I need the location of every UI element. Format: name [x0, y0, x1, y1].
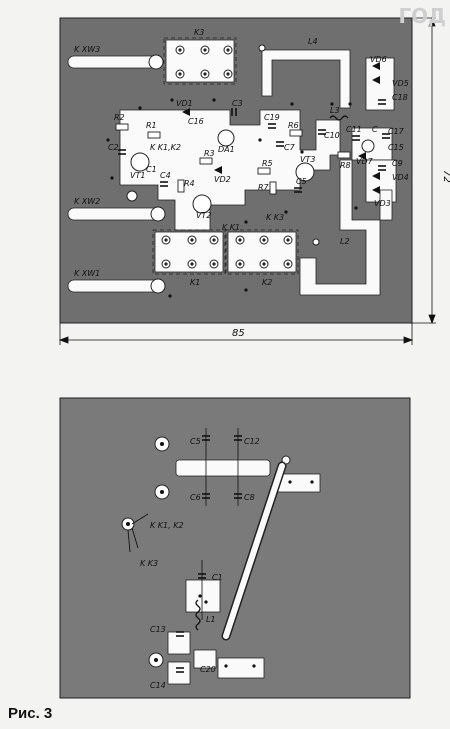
label-xw2: K XW2 [74, 197, 100, 206]
label-xw3: K XW3 [74, 45, 100, 54]
label-c4: C4 [160, 171, 171, 180]
label-c3: C3 [232, 99, 243, 108]
label-vd5: VD5 [392, 79, 409, 88]
label-vt3: VT3 [300, 155, 315, 164]
label-vd7: VD7 [356, 157, 374, 166]
label-c1-bottom: C1 [212, 573, 223, 582]
label-kk3-bottom: K K3 [140, 559, 158, 568]
label-k3: K3 [194, 28, 204, 37]
label-c20: C20 [200, 665, 216, 674]
figure-caption: Рис. 3 [8, 705, 53, 722]
label-c12: C12 [244, 437, 260, 446]
page-corner-text: ГОД [398, 4, 446, 28]
relay-k1-outline [152, 229, 226, 275]
transistor-vt3 [295, 162, 315, 182]
top-copper-tracks [67, 39, 397, 296]
bottom-board-substrate [59, 397, 411, 699]
label-r2: R2 [114, 113, 125, 122]
label-kk1k2-bottom: K K1, K2 [150, 521, 184, 530]
label-vd3: VD3 [374, 199, 391, 208]
transistor-vt1 [130, 152, 150, 172]
coil-l1-icon [195, 599, 201, 631]
label-r4: R4 [184, 179, 195, 188]
label-r7: R7 [258, 183, 270, 192]
coil-c-center [361, 139, 375, 153]
label-kk1k2-b: K K1 [222, 223, 240, 232]
label-c8: C8 [244, 493, 255, 502]
label-c7: C7 [284, 143, 296, 152]
label-c19: C19 [264, 113, 280, 122]
label-k2: K2 [262, 278, 272, 287]
transistor-vt2 [192, 194, 212, 214]
dimension-height: 72 [441, 170, 450, 183]
label-c17: C17 [388, 127, 405, 136]
dimension-width: 85 [232, 328, 245, 339]
label-c18: C18 [392, 93, 408, 102]
label-vd2: VD2 [214, 175, 231, 184]
label-kk3: K K3 [266, 213, 284, 222]
label-r1: R1 [146, 121, 157, 130]
label-l2: L2 [340, 237, 350, 246]
label-c14: C14 [150, 681, 166, 690]
label-c16: C16 [188, 117, 204, 126]
connector-xw3-pad [148, 54, 164, 70]
label-c5-top: C5 [296, 177, 307, 186]
label-l1: L1 [206, 615, 216, 624]
label-l4: L4 [308, 37, 318, 46]
label-vt2: VT2 [196, 211, 211, 220]
label-r5: R5 [262, 159, 273, 168]
label-xw1: K XW1 [74, 269, 100, 278]
top-pcb-board: K3 L4 VD6 VD5 C18 VD1 C3 R2 R1 C19 C16 L… [58, 16, 450, 345]
connector-xw2-pad [150, 206, 166, 222]
label-kk1k2: K K1,K2 [150, 143, 181, 152]
connector-xw1-pad [150, 278, 166, 294]
coax-rod [221, 461, 287, 641]
label-c6: C6 [190, 493, 201, 502]
relay-k2-outline [225, 229, 299, 275]
label-k1: K1 [190, 278, 200, 287]
label-r8: R8 [340, 161, 351, 170]
label-r6: R6 [288, 121, 299, 130]
label-c1-top: C1 [146, 165, 157, 174]
label-c13: C13 [150, 625, 166, 634]
bottom-pcb-board: C5 C12 C6 C8 K K1, K2 K K3 C1 L1 C13 C20… [59, 397, 411, 699]
label-c9: C9 [392, 159, 403, 168]
label-c11: C11 [346, 125, 362, 134]
label-da1: DA1 [218, 145, 235, 154]
label-r3: R3 [204, 149, 215, 158]
label-c15: C15 [388, 143, 404, 152]
coil-l3 [329, 115, 349, 121]
label-vt1: VT1 [130, 171, 145, 180]
label-l3: L3 [330, 106, 340, 115]
label-vd4: VD4 [392, 173, 409, 182]
label-c2: C2 [108, 143, 119, 152]
label-c10: C10 [324, 131, 340, 140]
label-vd6: VD6 [370, 55, 387, 64]
label-c5-bottom: C5 [190, 437, 201, 446]
label-vd1: VD1 [176, 99, 193, 108]
ic-da1 [217, 129, 235, 147]
relay-k3-outline [163, 37, 237, 85]
label-c: C [372, 125, 378, 134]
